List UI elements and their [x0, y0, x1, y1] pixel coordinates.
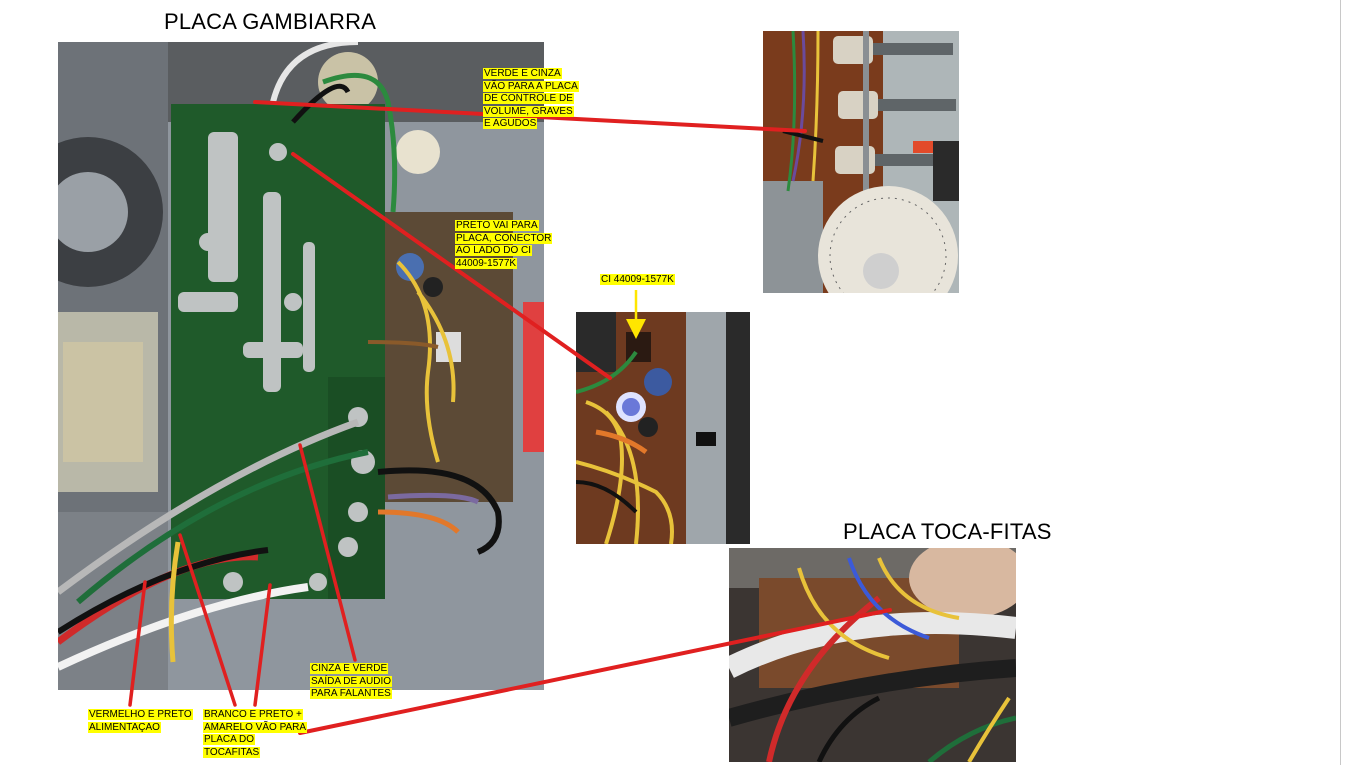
label-vermelho-preto: VERMELHO E PRETO ALIMENTAÇAO	[88, 709, 193, 733]
label-verde-cinza: VERDE E CINZA VÃO PARA A PLACA DE CONTRO…	[483, 68, 579, 129]
label-cinza-verde-saida: CINZA E VERDE SAÍDA DE AUDIO PARA FALANT…	[310, 663, 393, 699]
photo-placa-gambiarra	[58, 42, 544, 690]
title-placa-toca-fitas: PLACA TOCA-FITAS	[843, 519, 1052, 544]
slide-edge	[1340, 0, 1341, 765]
label-branco-preto: BRANCO E PRETO + AMARELO VÃO PARA PLACA …	[203, 709, 308, 758]
photo-placa-toca-fitas	[729, 548, 1016, 762]
label-preto: PRETO VAI PARA PLACA, CONECTOR AO LADO D…	[455, 220, 553, 269]
label-ci: CI 44009-1577K	[600, 274, 675, 285]
photo-placa-controle-volume	[763, 31, 959, 293]
photo-placa-ci	[576, 312, 750, 544]
title-placa-gambiarra: PLACA GAMBIARRA	[164, 9, 377, 34]
